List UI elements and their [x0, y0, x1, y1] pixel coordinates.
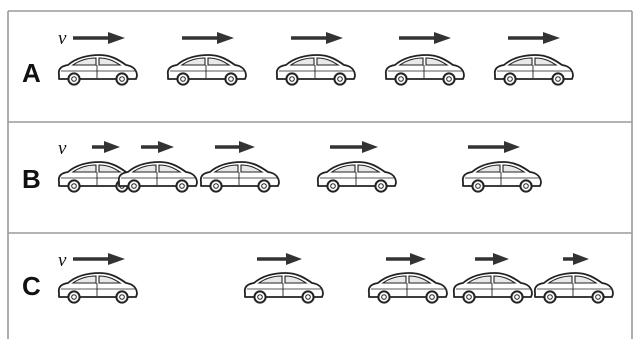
panel-label: C — [22, 271, 41, 301]
car — [452, 272, 533, 304]
velocity-arrow — [475, 253, 509, 265]
velocity-arrow — [386, 253, 426, 265]
car — [57, 54, 138, 86]
car — [316, 161, 397, 193]
car — [243, 272, 324, 304]
velocity-arrow — [508, 32, 560, 44]
velocity-arrow — [73, 32, 125, 44]
velocity-arrow — [291, 32, 343, 44]
car — [166, 54, 247, 86]
car — [533, 272, 614, 304]
car — [461, 161, 542, 193]
velocity-arrow — [92, 141, 120, 153]
car — [384, 54, 465, 86]
velocity-symbol: v — [58, 138, 67, 159]
panel-label: B — [22, 164, 41, 194]
velocity-arrow — [330, 141, 378, 153]
panel-c: C v — [22, 250, 614, 304]
velocity-arrow — [468, 141, 520, 153]
velocity-arrow — [399, 32, 451, 44]
velocity-arrow — [141, 141, 174, 153]
car — [275, 54, 356, 86]
velocity-arrow — [73, 253, 125, 265]
car — [367, 272, 448, 304]
velocity-symbol: v — [58, 250, 67, 271]
velocity-symbol: v — [58, 28, 67, 49]
velocity-arrow — [182, 32, 234, 44]
panel-b: B v — [22, 138, 542, 194]
velocity-arrow — [215, 141, 255, 153]
velocity-arrow — [563, 253, 589, 265]
car — [493, 54, 574, 86]
car — [57, 272, 138, 304]
velocity-arrow — [257, 253, 302, 265]
panel-borders — [7, 10, 633, 339]
panel-label: A — [22, 58, 41, 88]
car — [117, 161, 198, 193]
car — [199, 161, 280, 193]
panel-a: A v — [22, 28, 574, 88]
